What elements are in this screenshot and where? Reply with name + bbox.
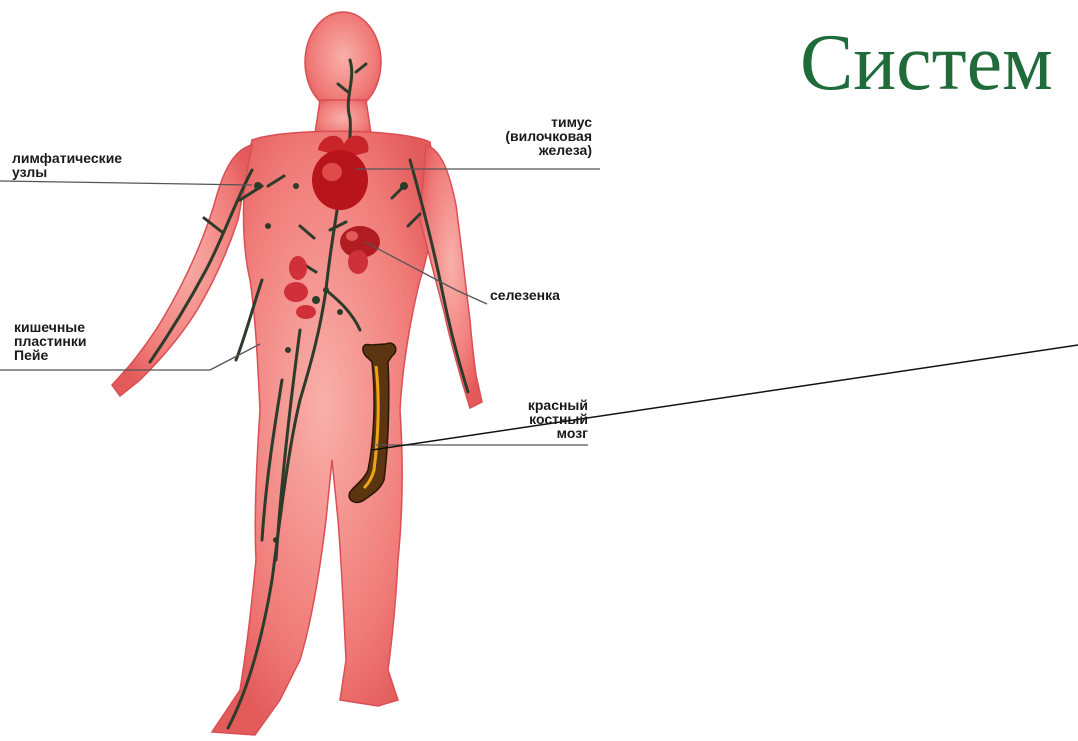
slide-title: Систем [800, 18, 1053, 108]
